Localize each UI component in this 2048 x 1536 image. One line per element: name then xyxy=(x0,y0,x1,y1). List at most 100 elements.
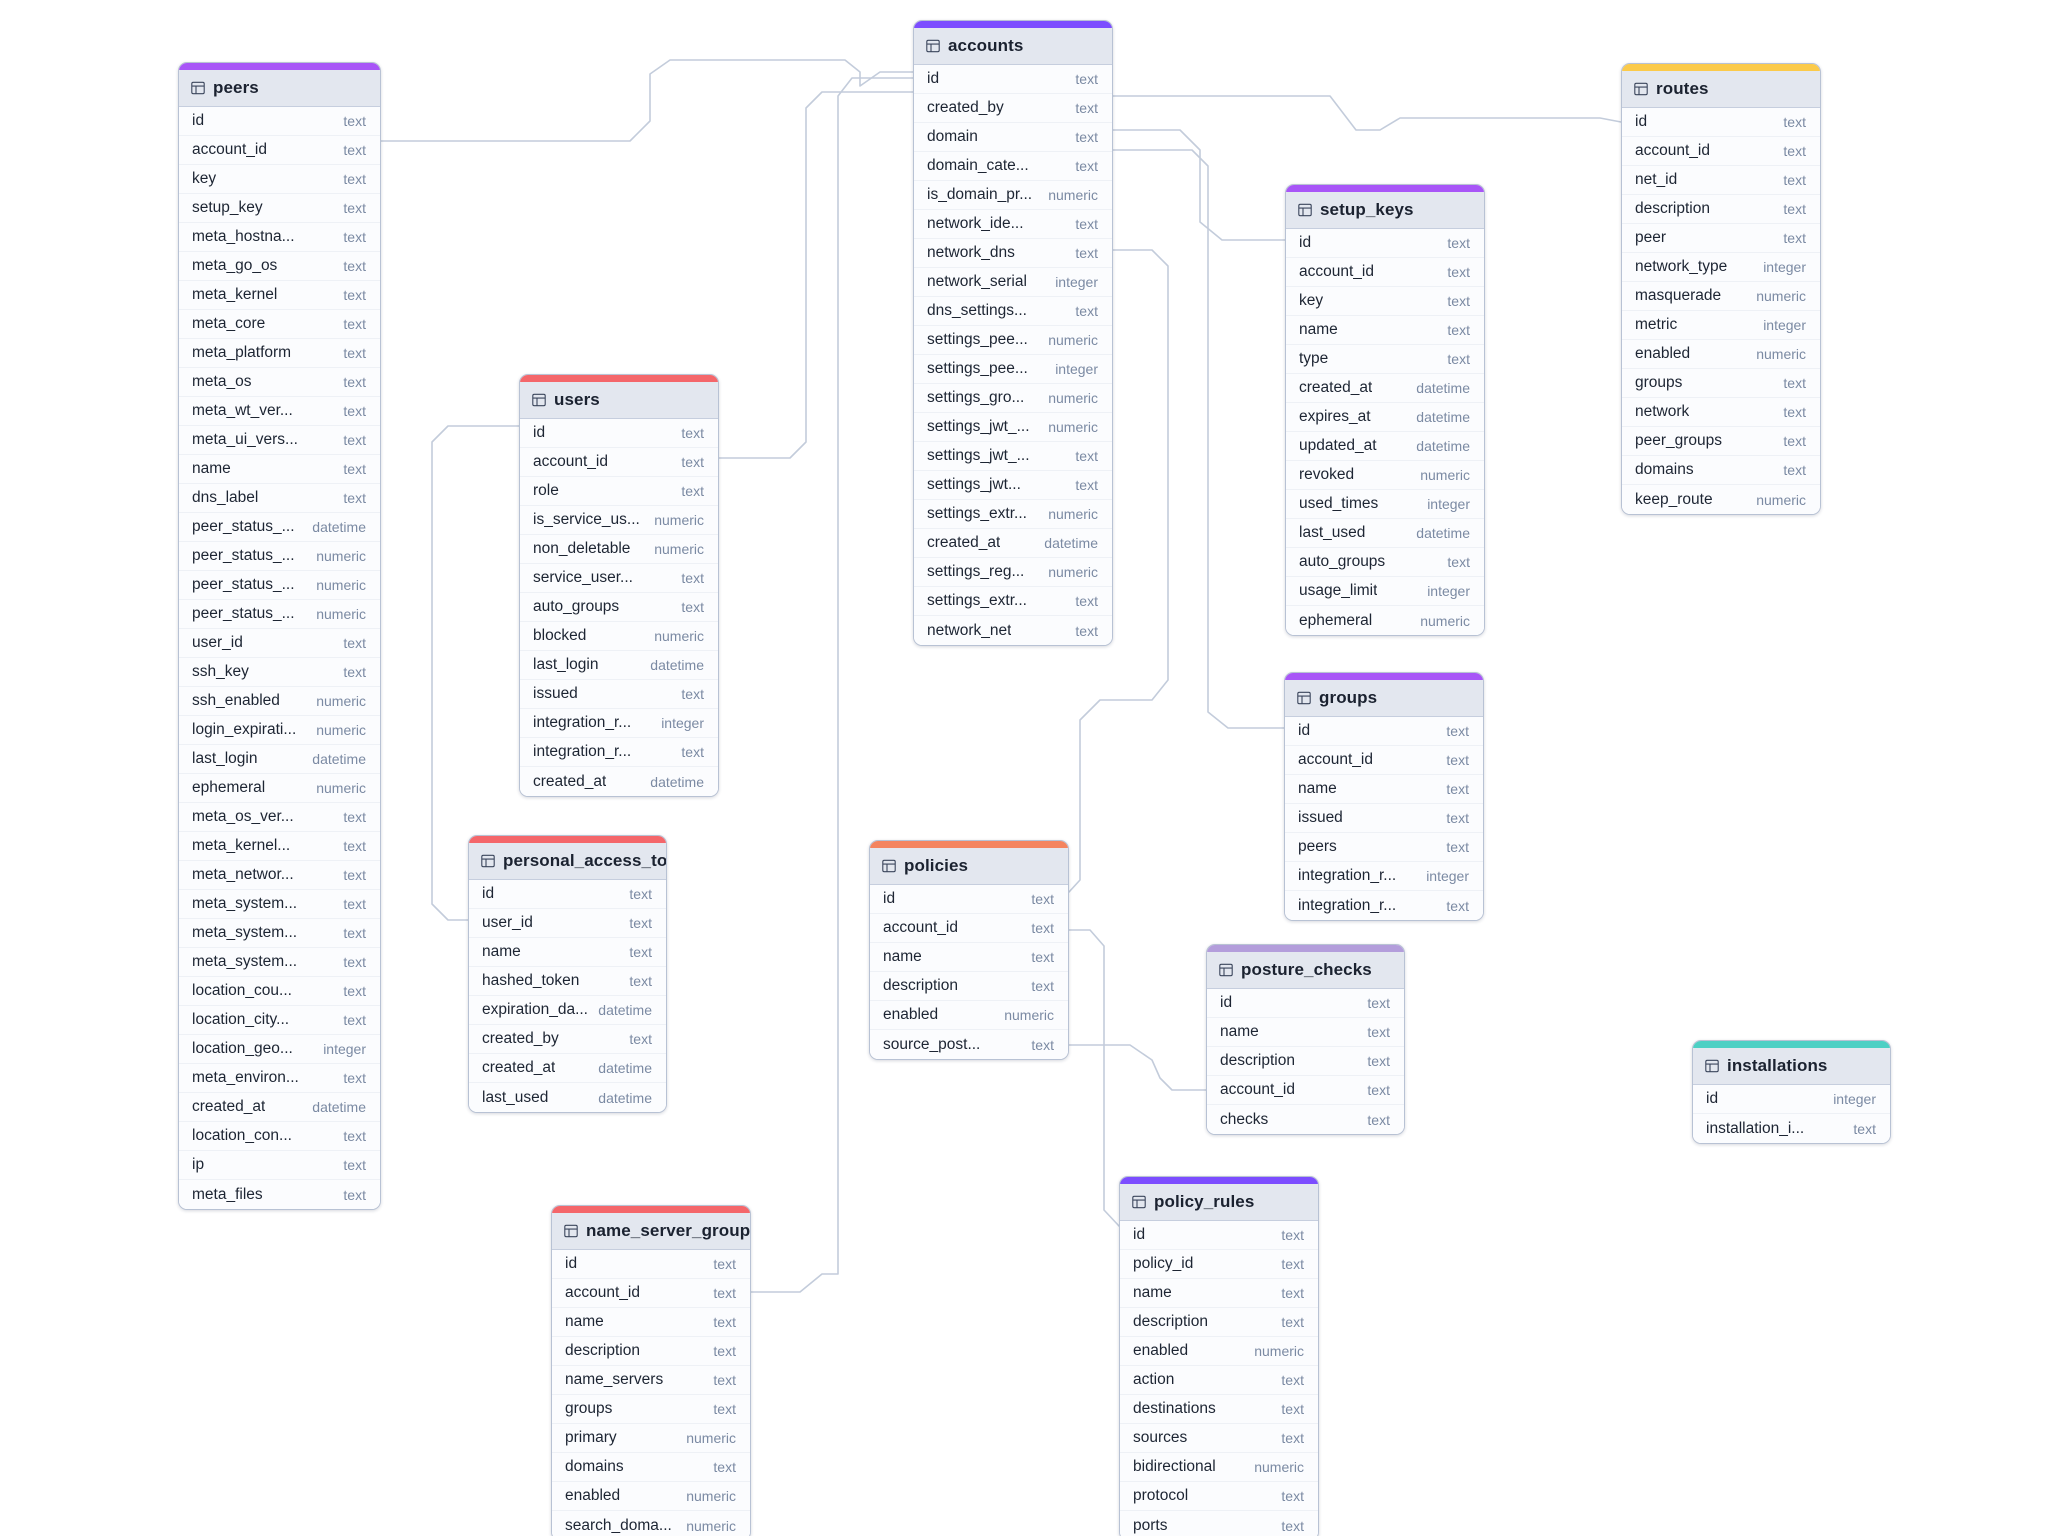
table-card-personal_access_tokens[interactable]: personal_access_tokensidtextuser_idtextn… xyxy=(468,835,667,1113)
table-header[interactable]: groups xyxy=(1285,680,1483,717)
table-header[interactable]: name_server_groups xyxy=(552,1213,750,1250)
table-row[interactable]: source_post...text xyxy=(870,1030,1068,1059)
table-header[interactable]: users xyxy=(520,382,718,419)
table-header[interactable]: personal_access_tokens xyxy=(469,843,666,880)
table-row[interactable]: is_domain_pr...numeric xyxy=(914,181,1112,210)
table-row[interactable]: settings_extr...text xyxy=(914,587,1112,616)
table-row[interactable]: installation_i...text xyxy=(1693,1114,1890,1143)
table-header[interactable]: policies xyxy=(870,848,1068,885)
table-header[interactable]: installations xyxy=(1693,1048,1890,1085)
table-header[interactable]: posture_checks xyxy=(1207,952,1404,989)
table-header[interactable]: setup_keys xyxy=(1286,192,1484,229)
table-row[interactable]: integration_r...text xyxy=(520,738,718,767)
table-row[interactable]: location_cou...text xyxy=(179,977,380,1006)
table-row[interactable]: domain_cate...text xyxy=(914,152,1112,181)
table-row[interactable]: dns_settings...text xyxy=(914,297,1112,326)
table-row[interactable]: meta_kernel...text xyxy=(179,832,380,861)
table-header[interactable]: routes xyxy=(1622,71,1820,108)
table-row[interactable]: meta_system...text xyxy=(179,948,380,977)
table-row[interactable]: location_geo...integer xyxy=(179,1035,380,1064)
table-row[interactable]: meta_wt_ver...text xyxy=(179,397,380,426)
table-row[interactable]: service_user...text xyxy=(520,564,718,593)
table-row[interactable]: search_doma...numeric xyxy=(552,1511,750,1536)
table-row[interactable]: location_city...text xyxy=(179,1006,380,1035)
table-row[interactable]: integration_r...integer xyxy=(520,709,718,738)
table-row[interactable]: settings_extr...numeric xyxy=(914,500,1112,529)
table-row[interactable]: expiration_da...datetime xyxy=(469,996,666,1025)
table-row[interactable]: settings_jwt...text xyxy=(914,471,1112,500)
table-header[interactable]: accounts xyxy=(914,28,1112,65)
table-row[interactable]: meta_os_ver...text xyxy=(179,803,380,832)
table-row[interactable]: settings_reg...numeric xyxy=(914,558,1112,587)
table-row[interactable]: meta_networ...text xyxy=(179,861,380,890)
